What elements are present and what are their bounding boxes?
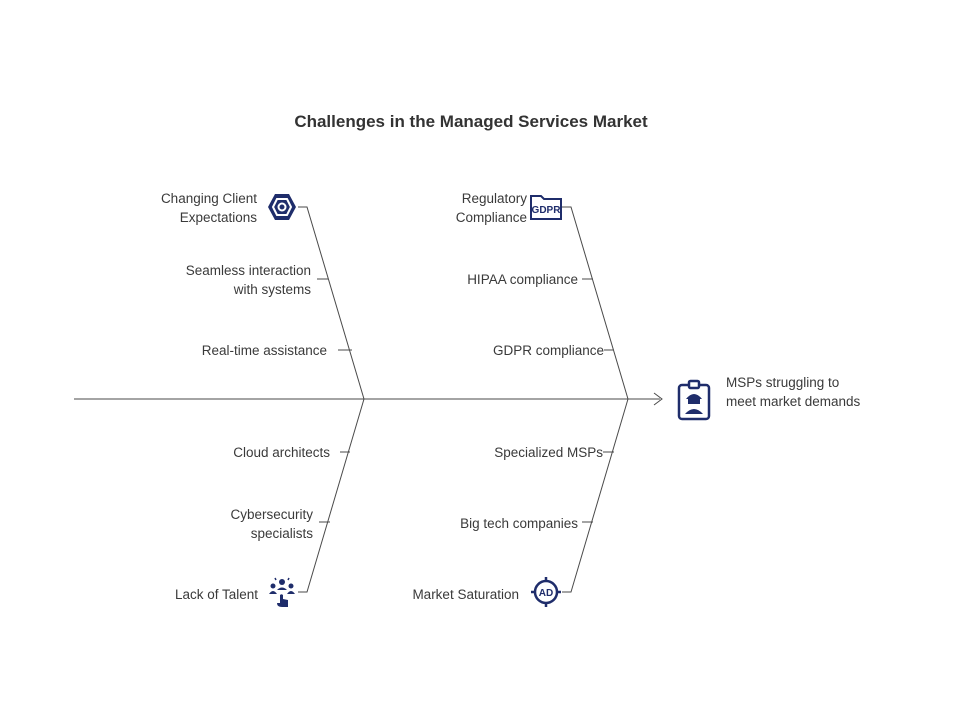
- id-badge-worker-icon: [677, 379, 711, 421]
- svg-text:GDPR: GDPR: [532, 205, 562, 216]
- spine-arrowhead: [653, 392, 663, 406]
- bone-market-saturation: [562, 398, 629, 593]
- diagram-title: Challenges in the Managed Services Marke…: [294, 112, 648, 131]
- category-label-market-saturation: Market Saturation: [412, 587, 519, 602]
- effect-label: MSPs struggling to meet market demands: [726, 375, 861, 409]
- hexagon-gear-icon: [268, 194, 296, 220]
- cause-specialized-msps: Specialized MSPs: [494, 445, 603, 460]
- cause-cybersecurity: Cybersecurity specialists: [230, 507, 313, 541]
- bone-changing-client: [298, 206, 365, 400]
- category-label-changing-client: Changing Client Expectations: [160, 191, 257, 225]
- cause-realtime-assistance: Real-time assistance: [201, 343, 327, 358]
- gdpr-folder-icon: GDPR: [530, 195, 562, 220]
- team-touch-icon: [269, 577, 295, 607]
- cause-seamless-interaction: Seamless interaction with systems: [185, 263, 311, 297]
- bone-regulatory: [562, 206, 629, 400]
- bone-lack-talent: [298, 398, 365, 593]
- cause-big-tech: Big tech companies: [460, 516, 578, 531]
- category-label-regulatory: Regulatory Compliance: [455, 191, 527, 225]
- svg-text:AD: AD: [539, 588, 553, 599]
- cause-gdpr: GDPR compliance: [492, 343, 604, 358]
- ad-target-icon: AD: [531, 577, 561, 607]
- cause-cloud-architects: Cloud architects: [233, 445, 330, 460]
- cause-hipaa: HIPAA compliance: [467, 272, 578, 287]
- category-label-lack-talent: Lack of Talent: [174, 587, 258, 602]
